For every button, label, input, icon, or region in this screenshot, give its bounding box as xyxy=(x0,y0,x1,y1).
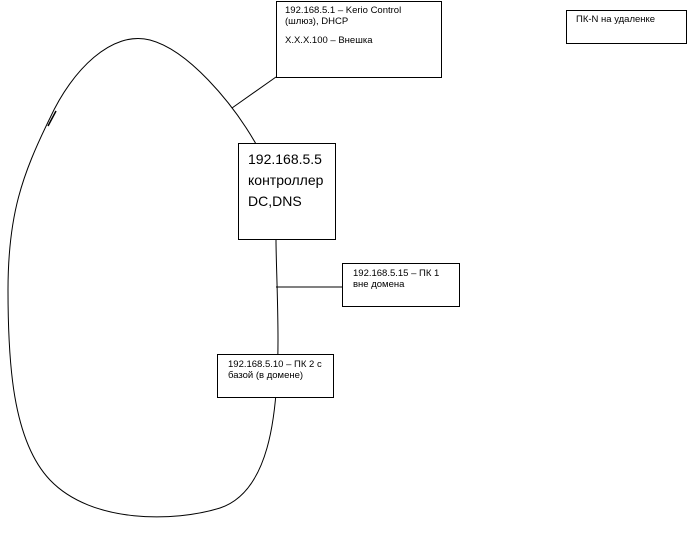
pc2-domain-label: базой (в домене) xyxy=(228,369,304,381)
gateway-node: 192.168.5.1 – Kerio Control (шлюз), DHCP… xyxy=(276,1,442,78)
controller-node: 192.168.5.5 контроллер DC,DNS xyxy=(238,143,336,240)
remote-pc-node: ПК-N на удаленке xyxy=(566,10,687,44)
pc1-domain-label: вне домена xyxy=(353,278,405,290)
remote-pc-label: ПК-N на удаленке xyxy=(576,14,656,25)
gateway-role-label: (шлюз), DHCP xyxy=(285,15,349,27)
pc2-node: 192.168.5.10 – ПК 2 с базой (в домене) xyxy=(217,354,334,398)
ring-tick xyxy=(47,110,57,127)
controller-role-label: контроллер xyxy=(248,172,324,188)
controller-services-label: DC,DNS xyxy=(248,193,302,209)
link-gateway xyxy=(231,76,277,109)
pc1-node: 192.168.5.15 – ПК 1 вне домена xyxy=(342,263,460,307)
pc2-address-label: 192.168.5.10 – ПК 2 с xyxy=(228,359,322,370)
network-ring xyxy=(7,38,279,518)
pc1-address-label: 192.168.5.15 – ПК 1 xyxy=(353,268,440,279)
gateway-address-label: 192.168.5.1 – Kerio Control xyxy=(285,5,402,16)
gateway-external-label: X.X.X.100 – Внешка xyxy=(285,34,373,46)
controller-address-label: 192.168.5.5 xyxy=(248,151,322,167)
